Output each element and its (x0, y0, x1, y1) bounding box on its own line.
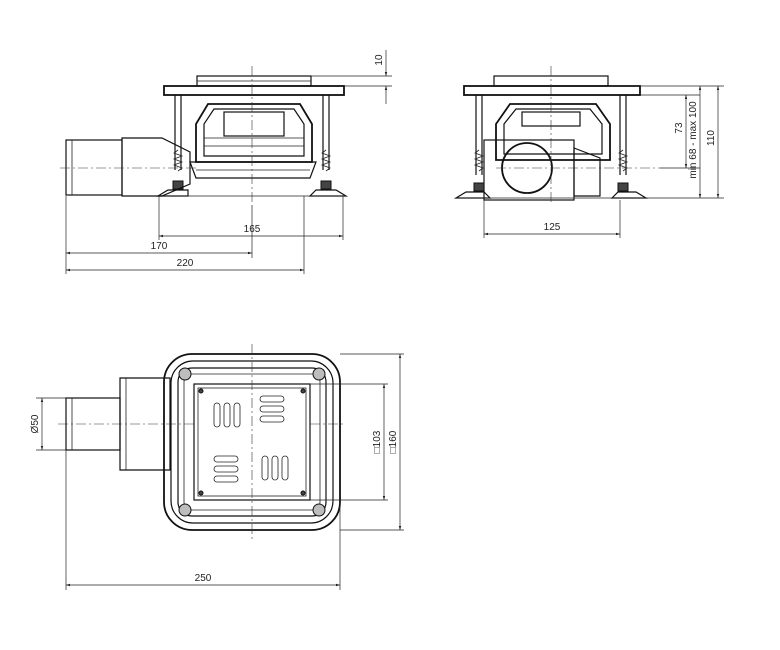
grate-slots (213, 395, 289, 483)
dim-220: 220 (177, 258, 194, 269)
dim-body-160: □160 (388, 430, 399, 453)
front-dimensions: 10 165 170 220 (65, 50, 392, 274)
dim-range: min 68 - max 100 (688, 101, 699, 179)
front-outlet-pipe (65, 139, 123, 196)
front-spring-right (320, 149, 332, 172)
front-body (195, 103, 313, 163)
side-view (453, 66, 660, 205)
dim-grate-103: □103 (372, 430, 383, 453)
corner-lug (178, 367, 192, 381)
side-outlet-housing (483, 139, 575, 201)
top-view (58, 344, 345, 540)
dim-outlet-diameter: Ø50 (30, 414, 41, 433)
dim-250: 250 (195, 573, 212, 584)
top-outlet-pipe (65, 397, 121, 451)
dim-110: 110 (706, 130, 717, 146)
front-frame-top (163, 85, 345, 96)
dim-73: 73 (674, 122, 685, 134)
front-spring-left (172, 149, 184, 172)
side-dimensions: 125 73 min 68 - max 100 110 (483, 85, 724, 238)
top-dimensions: Ø50 □103 □160 250 (30, 353, 404, 590)
front-view (60, 66, 349, 205)
dim-grate-thickness: 10 (374, 54, 385, 66)
dim-125: 125 (544, 222, 561, 233)
dim-170: 170 (151, 241, 168, 252)
